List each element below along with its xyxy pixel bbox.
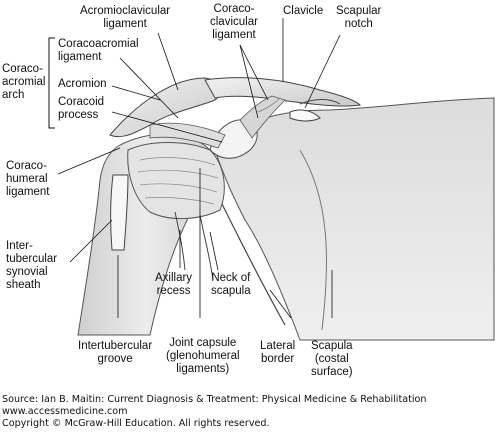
scapula-inner-line [299, 149, 328, 331]
coracoclavicular-ligament-shape [239, 95, 286, 139]
label-coracoid-process: Coracoid process [58, 96, 104, 122]
label-line: tubercular [6, 253, 58, 265]
label-joint-capsule: Joint capsule (glenohumeral ligaments) [166, 337, 240, 376]
label-line: Scapular [336, 5, 382, 17]
lateral-border-line [219, 199, 286, 326]
source-citation: Source: Ian B. Maitin: Current Diagnosis… [2, 394, 426, 430]
label-line: Inter- [6, 240, 33, 252]
label-neck-of-scapula: Neck of scapula [211, 272, 251, 298]
neck-line [199, 214, 214, 281]
copyright-line: Copyright © McGraw-Hill Education. All r… [2, 418, 270, 429]
label-line: recess [156, 285, 191, 297]
label-line: border [260, 353, 295, 365]
label-line: ligament [212, 29, 256, 41]
label-line: acromial [2, 76, 46, 88]
label-lateral-border: Lateral border [260, 340, 295, 366]
axillary-recess-shape [174, 211, 186, 271]
label-coracoacromial-arch: Coraco- acromial arch [2, 63, 45, 102]
label-line: (costal [314, 353, 349, 365]
label-line: humeral [6, 173, 48, 185]
label-line: Clavicle [283, 5, 324, 17]
leader-lines [57, 18, 341, 319]
label-line: Intertubercular [78, 340, 153, 352]
label-axillary-recess: Axillary recess [155, 272, 192, 298]
label-line: Lateral [260, 340, 296, 352]
label-line: ligaments) [176, 363, 230, 375]
label-clavicle: Clavicle [283, 5, 323, 18]
label-acromioclavicular-ligament: Acromioclavicular ligament [80, 5, 170, 31]
source-line: Source: Ian B. Maitin: Current Diagnosis… [2, 394, 427, 405]
label-intertubercular-synovial-sheath: Inter- tubercular synovial sheath [6, 240, 57, 292]
label-line: Coraco- [6, 160, 47, 172]
label-line: Acromion [58, 78, 107, 90]
label-line: surface) [311, 366, 353, 378]
label-line: Coracoid [58, 96, 105, 108]
label-line: Axillary [155, 272, 193, 284]
label-line: ligament [6, 186, 50, 198]
label-coracohumeral-ligament: Coraco- humeral ligament [6, 160, 49, 199]
label-line: notch [344, 18, 373, 30]
capsule-fibers [137, 157, 219, 205]
label-scapular-notch: Scapular notch [336, 5, 381, 31]
label-line: Acromioclavicular [80, 5, 171, 17]
arch-bracket [48, 37, 55, 129]
label-line: Neck of [211, 272, 251, 284]
label-line: process [58, 109, 99, 121]
label-line: groove [97, 353, 133, 365]
scapular-notch-shape [289, 109, 321, 122]
coracoacromial-ligament-shape [149, 122, 226, 149]
label-intertubercular-groove: Intertubercular groove [78, 340, 152, 366]
source-url[interactable]: www.accessmedicine.com [2, 406, 128, 417]
label-line: clavicular [210, 16, 258, 28]
label-coracoacromial-ligament: Coracoacromial ligament [58, 38, 139, 64]
label-line: synovial [6, 266, 48, 278]
intertubercular-sheath-shape [110, 174, 129, 251]
label-line: ligament [103, 18, 147, 30]
label-line: sheath [6, 279, 41, 291]
label-scapula-costal-surface: Scapula (costal surface) [311, 340, 353, 379]
label-coracoclavicular-ligament: Coraco- clavicular ligament [210, 3, 258, 42]
label-line: scapula [211, 285, 251, 297]
scapula-shape [214, 97, 495, 341]
label-acromion: Acromion [58, 78, 107, 91]
label-line: arch [2, 89, 25, 101]
label-line: Scapula [311, 340, 353, 352]
label-line: ligament [58, 51, 102, 63]
label-line: Coraco- [2, 63, 43, 75]
label-line: (glenohumeral [166, 350, 240, 362]
label-line: Coracoacromial [58, 38, 139, 50]
label-line: Joint capsule [169, 337, 237, 349]
acromion-shape [109, 77, 221, 138]
label-line: Coraco- [213, 3, 255, 15]
